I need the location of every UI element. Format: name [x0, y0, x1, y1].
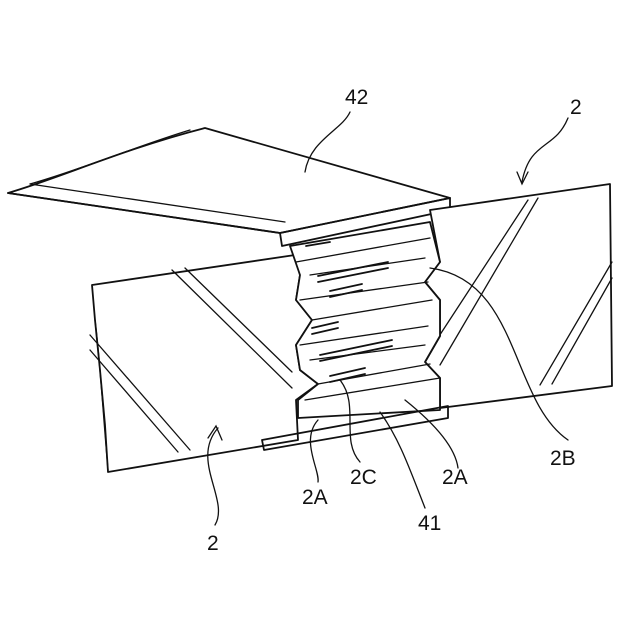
beam-left: [90, 255, 318, 472]
plate-42: [8, 128, 450, 246]
beam-right: [425, 184, 612, 408]
label-42: 42: [345, 86, 368, 109]
label-2A-left: 2A: [302, 486, 328, 509]
label-2-top: 2: [570, 96, 582, 119]
label-2B: 2B: [550, 447, 576, 470]
label-41: 41: [418, 512, 441, 535]
joint-body: [290, 222, 440, 418]
label-2C: 2C: [350, 466, 377, 489]
label-2-bottom: 2: [207, 532, 219, 555]
label-2A-right: 2A: [442, 466, 468, 489]
